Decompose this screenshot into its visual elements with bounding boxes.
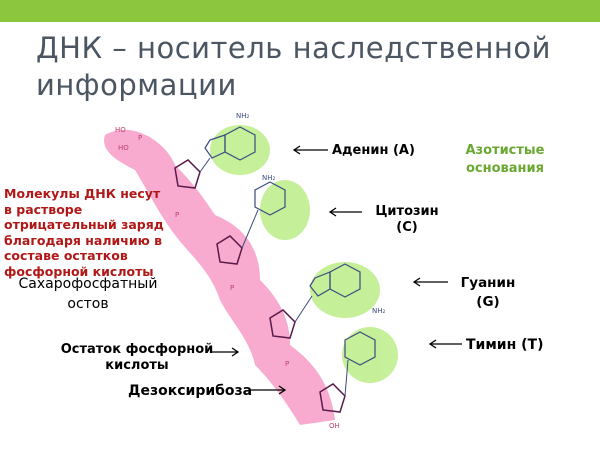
- arrow-deoxyribose: [250, 385, 287, 395]
- svg-text:HO: HO: [118, 144, 129, 152]
- arrow-phosphate: [212, 347, 240, 357]
- svg-text:NH₂: NH₂: [372, 307, 386, 315]
- chem-labels: HO HO P P P P OH: [115, 126, 340, 430]
- svg-text:OH: OH: [329, 422, 340, 430]
- note-negative-charge: Молекулы ДНК несут в растворе отрицатель…: [4, 186, 164, 279]
- label-adenine: Аденин (А): [332, 143, 415, 158]
- glycosidic-bonds: [199, 157, 349, 397]
- svg-text:HO: HO: [115, 126, 126, 134]
- base-rings: [204, 126, 376, 366]
- svg-text:P: P: [138, 134, 142, 142]
- label-phosphate: Остаток фосфорной кислоты: [60, 342, 214, 373]
- label-backbone: Сахарофосфатный остов: [18, 276, 158, 312]
- label-cytosine: Цитозин (С): [375, 204, 439, 235]
- label-guanine: Гуанин (G): [460, 275, 516, 310]
- slide-title: ДНК – носитель наследственной информации: [36, 31, 551, 102]
- arrow-thymine: [428, 339, 462, 349]
- svg-text:P: P: [230, 284, 234, 292]
- label-deoxyribose: Дезоксирибоза: [128, 383, 253, 399]
- backbone-highlight: [104, 129, 336, 426]
- top-accent-bar: [0, 0, 600, 22]
- base-highlights: [210, 125, 398, 383]
- amine-labels: NH₂ NH₂ NH₂: [236, 112, 386, 315]
- svg-text:P: P: [175, 211, 179, 219]
- label-thymine: Тимин (Т): [466, 337, 544, 353]
- svg-text:NH₂: NH₂: [262, 174, 276, 182]
- svg-text:NH₂: NH₂: [236, 112, 250, 120]
- arrow-cytosine: [328, 207, 362, 217]
- label-nitrogen-bases: Азотистые основания: [465, 143, 545, 176]
- arrow-guanine: [412, 277, 448, 287]
- sugar-rings: [174, 159, 346, 413]
- arrow-adenine: [292, 145, 328, 155]
- pointer-arrows: [212, 145, 462, 395]
- svg-text:P: P: [285, 360, 289, 368]
